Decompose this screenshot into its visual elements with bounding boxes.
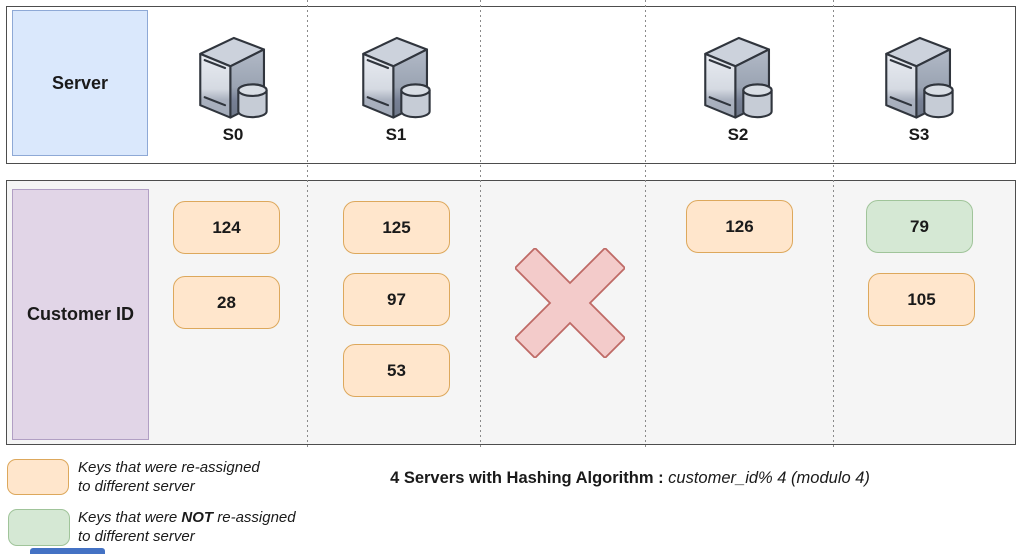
caption-italic-text: customer_id% 4 (modulo 4) bbox=[668, 469, 870, 487]
server-icon bbox=[355, 30, 437, 122]
key-box-124: 124 bbox=[173, 201, 280, 254]
key-value: 105 bbox=[907, 289, 936, 309]
column-separator bbox=[307, 0, 308, 447]
server-group-s2: S2 bbox=[692, 30, 784, 145]
key-value: 79 bbox=[910, 216, 929, 236]
legend-line: to different server bbox=[78, 478, 195, 495]
diagram-caption: 4 Servers with Hashing Algorithm : custo… bbox=[300, 469, 960, 488]
key-box-97: 97 bbox=[343, 273, 450, 326]
legend-line: Keys that were re-assigned bbox=[78, 459, 260, 476]
legend-line: to different server bbox=[78, 528, 195, 545]
server-name-s2: S2 bbox=[727, 125, 749, 144]
key-value: 124 bbox=[212, 217, 241, 237]
server-group-s3: S3 bbox=[873, 30, 965, 145]
key-value: 126 bbox=[725, 216, 754, 236]
legend-swatch-not-reassigned bbox=[8, 509, 70, 546]
server-row-label-box: Server bbox=[12, 10, 148, 156]
column-separator bbox=[645, 0, 646, 447]
key-box-126: 126 bbox=[686, 200, 793, 253]
legend-label-not-reassigned: Keys that were NOT re-assigned to differ… bbox=[78, 508, 296, 546]
legend-line: re-assigned bbox=[213, 509, 296, 526]
legend-line: Keys that were bbox=[78, 509, 182, 526]
key-box-28: 28 bbox=[173, 276, 280, 329]
key-value: 28 bbox=[217, 292, 236, 312]
server-icon bbox=[697, 30, 779, 122]
server-name-s1: S1 bbox=[385, 125, 407, 144]
customer-row-panel bbox=[6, 180, 1016, 445]
server-group-s1: S1 bbox=[350, 30, 442, 145]
key-value: 53 bbox=[387, 360, 406, 380]
column-separator bbox=[833, 0, 834, 447]
key-box-53: 53 bbox=[343, 344, 450, 397]
key-value: 97 bbox=[387, 289, 406, 309]
column-separator bbox=[480, 0, 481, 447]
server-row-panel bbox=[6, 6, 1016, 164]
server-icon bbox=[192, 30, 274, 122]
key-box-79: 79 bbox=[866, 200, 973, 253]
key-value: 125 bbox=[382, 217, 411, 237]
removed-server-x-icon bbox=[515, 248, 625, 358]
server-name-s0: S0 bbox=[222, 125, 244, 144]
key-box-125: 125 bbox=[343, 201, 450, 254]
customer-row-label: Customer ID bbox=[26, 304, 134, 324]
legend-line-bold: NOT bbox=[181, 509, 214, 526]
server-icon bbox=[878, 30, 960, 122]
server-row-label: Server bbox=[51, 72, 109, 93]
customer-row-label-box: Customer ID bbox=[12, 189, 149, 440]
legend-swatch-reassigned bbox=[7, 459, 69, 495]
key-box-105: 105 bbox=[868, 273, 975, 326]
server-name-s3: S3 bbox=[908, 125, 930, 144]
legend-label-reassigned: Keys that were re-assigned to different … bbox=[78, 458, 260, 496]
caption-bold-text: 4 Servers with Hashing Algorithm : bbox=[390, 469, 669, 487]
cutoff-blue-swatch bbox=[30, 548, 105, 554]
server-group-s0: S0 bbox=[187, 30, 279, 145]
